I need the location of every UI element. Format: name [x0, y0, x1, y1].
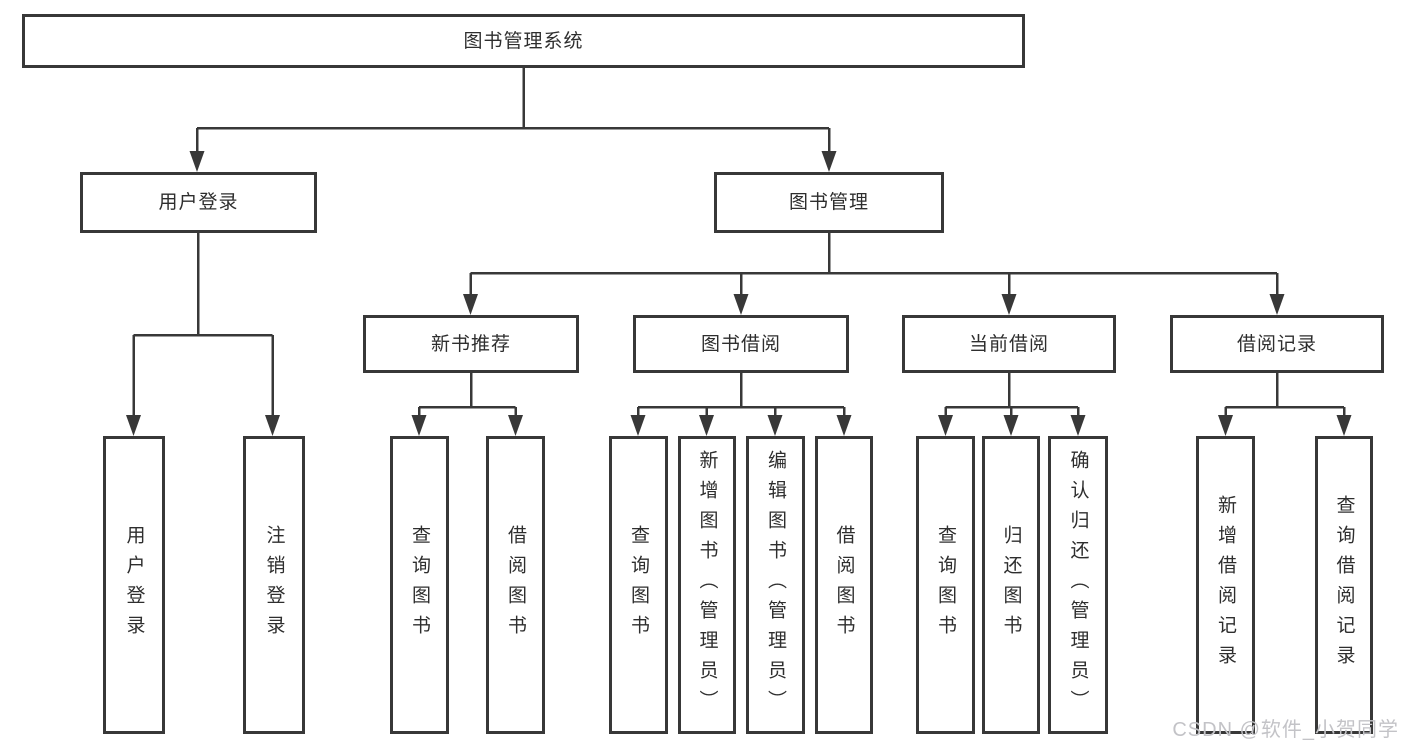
node-user-login: 用户登录 [103, 436, 165, 734]
node-user-login-group: 用户登录 [80, 172, 317, 233]
node-return-books: 归还图书 [982, 436, 1040, 734]
node-new-book-recommendation: 新书推荐 [363, 315, 579, 373]
node-add-books-admin: 新增图书（管理员） [678, 436, 736, 734]
node-book-management: 图书管理 [714, 172, 944, 233]
node-book-borrowing: 图书借阅 [633, 315, 849, 373]
node-add-borrow-record: 新增借阅记录 [1196, 436, 1255, 734]
node-logout: 注销登录 [243, 436, 305, 734]
node-query-borrow-record: 查询借阅记录 [1315, 436, 1373, 734]
node-confirm-return-admin: 确认归还（管理员） [1048, 436, 1108, 734]
arrowheads [126, 151, 1352, 436]
node-borrowing-records: 借阅记录 [1170, 315, 1384, 373]
csdn-watermark: CSDN @软件_小贺同学 [1172, 719, 1399, 741]
node-borrowing-borrow-books: 借阅图书 [815, 436, 873, 734]
node-book-management-system: 图书管理系统 [22, 14, 1025, 68]
node-borrowing-query-books: 查询图书 [609, 436, 668, 734]
node-current-borrowing: 当前借阅 [902, 315, 1116, 373]
node-edit-books-admin: 编辑图书（管理员） [746, 436, 805, 734]
node-newbook-query-books: 查询图书 [390, 436, 449, 734]
node-current-query-books: 查询图书 [916, 436, 975, 734]
node-newbook-borrow-books: 借阅图书 [486, 436, 545, 734]
